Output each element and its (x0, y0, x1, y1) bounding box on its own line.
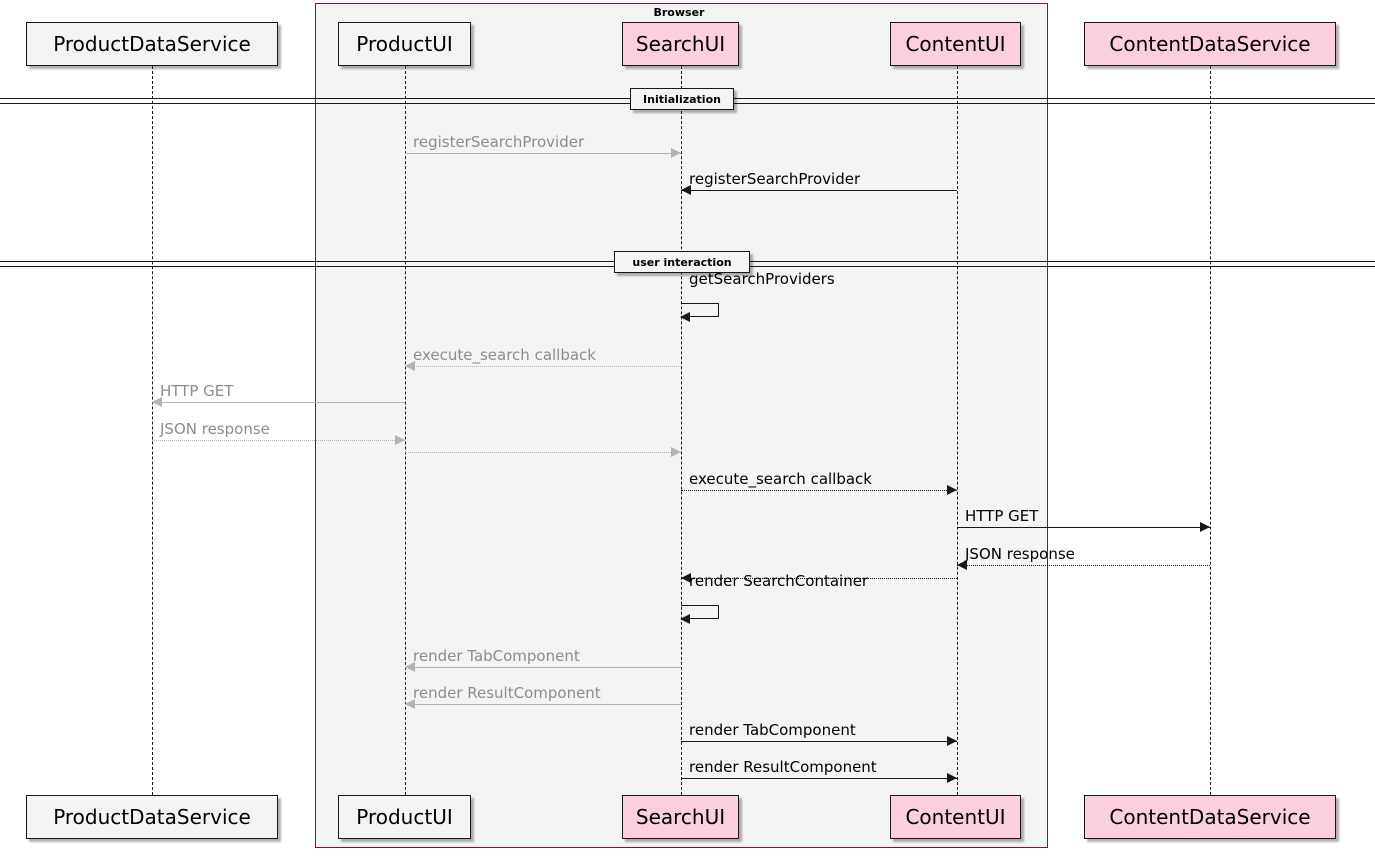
message-line (957, 565, 1210, 566)
participant-label: ContentUI (905, 805, 1006, 829)
self-message-loop (681, 303, 719, 317)
participant-searchui-top: SearchUI (622, 22, 739, 66)
message-label: HTTP GET (965, 507, 1039, 525)
participant-label: ProductUI (356, 32, 453, 56)
message-line (681, 190, 957, 191)
arrowhead-left-icon (681, 573, 691, 583)
participant-contentui-bottom: ContentUI (890, 795, 1021, 839)
message-registersearchprovider-1: registerSearchProvider (681, 172, 957, 195)
arrowhead-right-icon (947, 736, 957, 746)
participant-label: ProductDataService (53, 32, 251, 56)
message-line (405, 366, 681, 367)
message-line (957, 527, 1210, 528)
participant-searchui-bottom: SearchUI (622, 795, 739, 839)
participant-productui-bottom: ProductUI (338, 795, 471, 839)
participant-label: ProductUI (356, 805, 453, 829)
arrowhead-left-icon (680, 312, 690, 322)
message-label: JSON response (965, 545, 1075, 563)
message-return-6 (405, 447, 681, 457)
arrowhead-left-icon (680, 614, 690, 624)
arrowhead-right-icon (1200, 522, 1210, 532)
arrowhead-left-icon (957, 560, 967, 570)
lifeline-contentui (957, 66, 958, 795)
message-line (681, 578, 957, 579)
arrowhead-left-icon (152, 397, 162, 407)
arrowhead-left-icon (405, 662, 415, 672)
divider-label-initialization: Initialization (630, 88, 734, 110)
participant-productdataservice-bottom: ProductDataService (26, 795, 278, 839)
message-registersearchprovider-0: registerSearchProvider (405, 135, 681, 158)
message-render-tabcomponent-14: render TabComponent (681, 723, 957, 746)
lifeline-productui (405, 66, 406, 795)
message-label: registerSearchProvider (413, 133, 585, 151)
message-label: registerSearchProvider (689, 170, 861, 188)
message-render-resultcomponent-15: render ResultComponent (681, 760, 957, 783)
message-render-tabcomponent-12: render TabComponent (405, 649, 681, 672)
message-label: HTTP GET (160, 382, 234, 400)
divider-label-user-interaction: user interaction (614, 251, 750, 273)
participant-label: ContentDataService (1109, 805, 1311, 829)
message-line (405, 153, 681, 154)
lifeline-productdataservice (152, 66, 153, 795)
message-line (681, 490, 957, 491)
message-label: JSON response (160, 420, 270, 438)
arrowhead-right-icon (671, 148, 681, 158)
message-line (405, 667, 681, 668)
message-line (405, 704, 681, 705)
message-line (681, 741, 957, 742)
message-line (681, 778, 957, 779)
group-label-browser: Browser (653, 6, 705, 19)
message-http-get-4: HTTP GET (152, 384, 405, 407)
participant-label: ContentUI (905, 32, 1006, 56)
message-line (405, 452, 681, 453)
message-line (152, 440, 405, 441)
message-label: render ResultComponent (413, 684, 601, 702)
participant-contentdataservice-bottom: ContentDataService (1084, 795, 1336, 839)
divider-label-text: Initialization (643, 92, 721, 106)
arrowhead-right-icon (395, 435, 405, 445)
participant-label: SearchUI (635, 805, 726, 829)
arrowhead-right-icon (671, 447, 681, 457)
message-execute-search-callback-7: execute_search callback (681, 472, 957, 495)
arrowhead-right-icon (947, 485, 957, 495)
message-label: render SearchContainer (689, 572, 869, 590)
arrowhead-right-icon (947, 773, 957, 783)
message-json-response-5: JSON response (152, 422, 405, 445)
message-return-10 (681, 573, 957, 583)
message-label: execute_search callback (413, 346, 596, 364)
message-label: render ResultComponent (689, 758, 877, 776)
self-message-loop (681, 605, 719, 619)
lifeline-searchui (681, 66, 682, 795)
arrowhead-left-icon (405, 361, 415, 371)
arrowhead-left-icon (405, 699, 415, 709)
lifeline-contentdataservice (1210, 66, 1211, 795)
participant-productdataservice-top: ProductDataService (26, 22, 278, 66)
arrowhead-left-icon (681, 185, 691, 195)
participant-label: SearchUI (635, 32, 726, 56)
participant-contentdataservice-top: ContentDataService (1084, 22, 1336, 66)
message-json-response-9: JSON response (957, 547, 1210, 570)
message-execute-search-callback-3: execute_search callback (405, 348, 681, 371)
participant-contentui-top: ContentUI (890, 22, 1021, 66)
message-line (152, 402, 405, 403)
participant-label: ContentDataService (1109, 32, 1311, 56)
message-label: render TabComponent (413, 647, 580, 665)
message-render-resultcomponent-13: render ResultComponent (405, 686, 681, 709)
divider-label-text: user interaction (632, 255, 732, 269)
message-http-get-8: HTTP GET (957, 509, 1210, 532)
message-label: render TabComponent (689, 721, 856, 739)
message-label: execute_search callback (689, 470, 872, 488)
participant-label: ProductDataService (53, 805, 251, 829)
participant-productui-top: ProductUI (338, 22, 471, 66)
message-label: getSearchProviders (689, 270, 835, 288)
